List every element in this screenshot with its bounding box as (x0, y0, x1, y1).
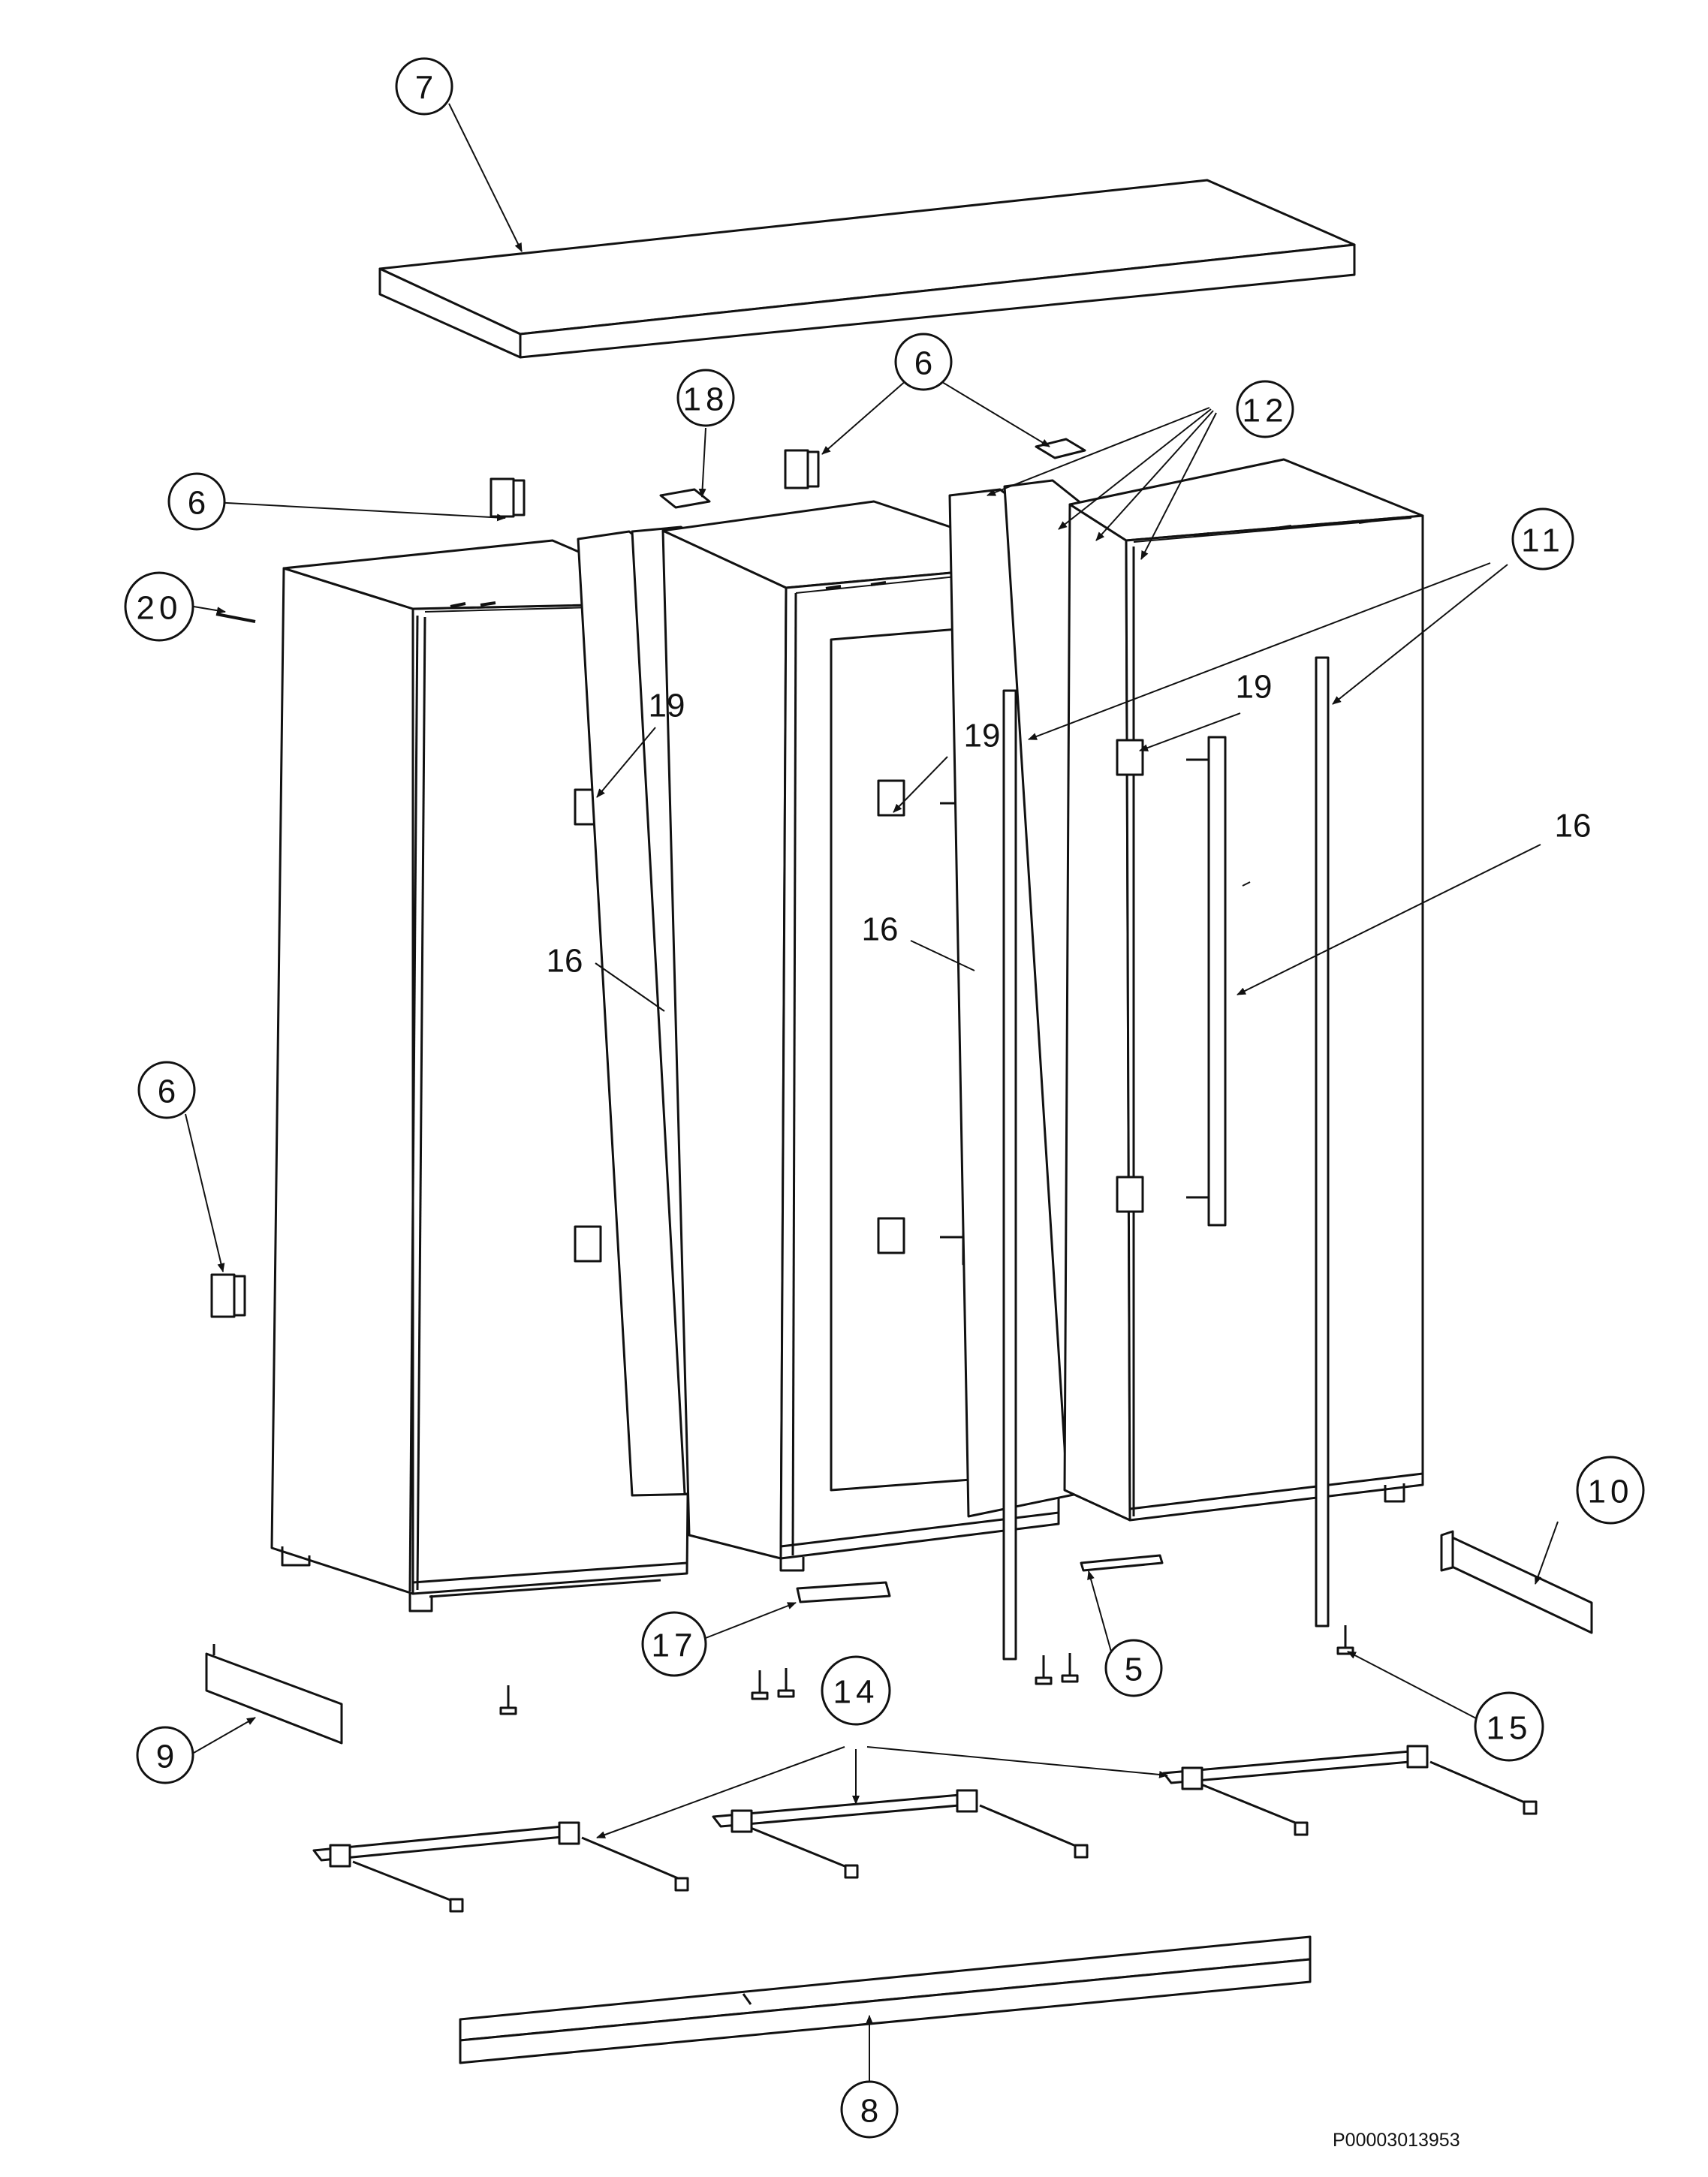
callout-20 (124, 571, 194, 642)
screw-part-20 (215, 613, 256, 623)
callout-11 (1511, 507, 1574, 571)
connector-part-17 (796, 1581, 891, 1603)
kick-plate-right (1440, 1530, 1593, 1634)
callout-8 (840, 2080, 899, 2139)
callout-6-left (167, 472, 226, 531)
callout-10 (1576, 1456, 1645, 1525)
adjustable-foot (499, 1625, 1354, 1715)
document-id: P00003013953 (1333, 2130, 1460, 2151)
label-16-right: 16 (1555, 808, 1592, 845)
callout-8-number: 8 (860, 2093, 878, 2130)
bracket-part-5 (1080, 1554, 1164, 1572)
callout-5-number: 5 (1125, 1652, 1143, 1688)
callout-6-side-number: 6 (158, 1073, 176, 1110)
callout-7 (395, 57, 453, 116)
vertical-trim-strip-right (1315, 656, 1330, 1627)
bottom-plinth (459, 1935, 1312, 2064)
leader-lines (185, 103, 1559, 2085)
vertical-trim-strip-left (1002, 689, 1017, 1661)
callout-11-number: 11 (1521, 522, 1565, 559)
base-bracket-middle (712, 1789, 1089, 1879)
hinge-side-left (210, 1273, 246, 1318)
hinge-top-middle (784, 449, 820, 489)
callout-9 (136, 1726, 194, 1784)
callout-12-number: 12 (1243, 393, 1288, 429)
base-bracket-left (312, 1821, 689, 1913)
callout-7-number: 7 (415, 70, 433, 107)
bracket-part-18 (659, 488, 711, 509)
hinge-top-left (490, 477, 526, 518)
base-bracket-right (1162, 1745, 1538, 1836)
hinge-top-right (1035, 438, 1086, 459)
label-16-middle: 16 (862, 911, 899, 948)
callout-14 (821, 1655, 891, 1726)
kick-plate-left (205, 1644, 343, 1745)
label-19-right: 19 (1236, 669, 1273, 706)
callout-18 (676, 369, 735, 427)
label-19-middle: 19 (964, 718, 1001, 754)
callout-6-left-number: 6 (188, 485, 206, 522)
label-19-left: 19 (649, 688, 685, 724)
callout-6-top-number: 6 (914, 345, 932, 382)
callout-17 (641, 1611, 707, 1677)
callout-12 (1236, 380, 1294, 438)
callout-5 (1104, 1639, 1163, 1697)
callout-9-number: 9 (156, 1739, 174, 1775)
callout-17-number: 17 (652, 1627, 697, 1664)
callout-15-number: 15 (1487, 1710, 1532, 1747)
top-cover-panel (378, 179, 1356, 359)
callout-15 (1474, 1691, 1544, 1762)
callout-6-top (894, 333, 953, 391)
callout-6-side (137, 1061, 196, 1119)
callout-20-number: 20 (137, 590, 182, 627)
callout-14-number: 14 (833, 1674, 879, 1711)
callout-10-number: 10 (1588, 1474, 1634, 1510)
right-cabinet (1063, 458, 1424, 1522)
label-16-left: 16 (547, 943, 583, 980)
callout-18-number: 18 (683, 381, 729, 418)
